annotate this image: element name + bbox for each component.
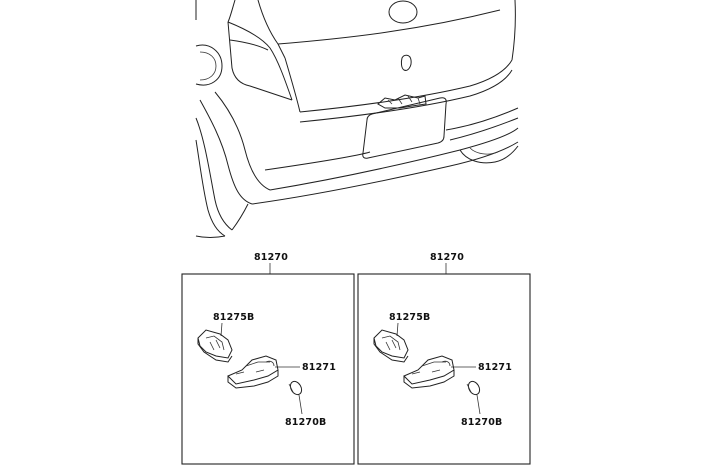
assembly-right: 81270 81275B 81271 81270B	[357, 252, 531, 465]
bulb-part-label: 81270B	[285, 417, 327, 428]
lamp-housing-illustration	[227, 355, 279, 389]
bulb-part-label: 81270B	[461, 417, 503, 428]
leader-line	[476, 394, 481, 415]
assembly-box	[181, 273, 355, 465]
socket-illustration	[197, 329, 233, 363]
leader-line	[298, 394, 303, 415]
assembly-left: 81270 81275B 81271 81270B	[181, 252, 355, 465]
bulb-illustration	[466, 380, 481, 396]
lamp-housing-illustration	[403, 355, 455, 389]
bulb-illustration	[288, 380, 303, 396]
socket-part-label: 81275B	[213, 312, 255, 323]
socket-illustration	[373, 329, 409, 363]
assembly-box	[357, 273, 531, 465]
leader-line	[220, 322, 223, 337]
socket-part-label: 81275B	[389, 312, 431, 323]
car-rear-illustration	[195, 0, 519, 238]
assembly-part-number: 81270	[254, 252, 288, 263]
assembly-part-number: 81270	[430, 252, 464, 263]
leader-line	[396, 322, 399, 337]
lamp-housing-part-label: 81271	[302, 362, 336, 373]
lamp-housing-part-label: 81271	[478, 362, 512, 373]
